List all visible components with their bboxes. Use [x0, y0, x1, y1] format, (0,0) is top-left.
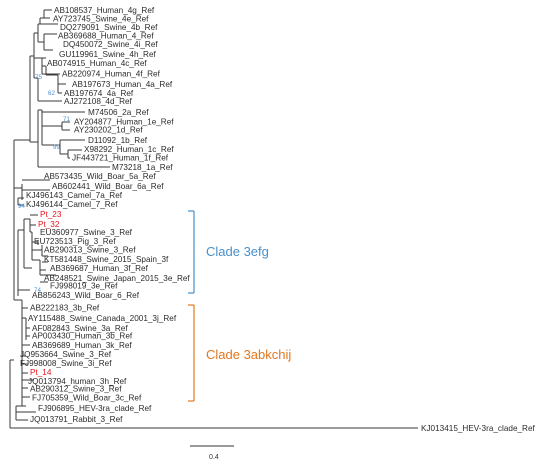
- leaf-label: FJ705359_Wild_Boar_3c_Ref: [32, 394, 142, 403]
- leaf-label: AB290312_Swine_3_Ref: [30, 385, 122, 394]
- leaf-label: GU119961_Swine_4h_Ref: [59, 50, 157, 59]
- leaf-label: AJ272108_4d_Ref: [64, 97, 133, 106]
- leaf-label: AB220974_Human_4f_Ref: [62, 70, 161, 79]
- leaf-label: AB369688_Human_4_Ref: [58, 32, 154, 41]
- leaf-label: JF443721_Human_1f_Ref: [72, 154, 169, 163]
- leaf-label: AB074915_Human_4c_Ref: [47, 59, 147, 68]
- bootstrap-value: 75: [35, 74, 42, 81]
- outgroup-leaf-label: KJ013415_HEV-3ra_clade_Ref: [421, 424, 536, 433]
- leaf-label: KJ496143_Camel_7a_Ref: [26, 191, 123, 200]
- leaf-label: AB602441_Wild_Boar_6a_Ref: [52, 182, 164, 191]
- leaf-label: AB856243_Wild_Boar_6_Ref: [32, 291, 140, 300]
- bootstrap-value: 94: [18, 203, 25, 210]
- clade-3abkchij-label: Clade 3abkchij: [206, 347, 291, 362]
- bootstrap-values: 75 62 71 99 94 74: [18, 74, 70, 294]
- leaf-label: AB290313_Swine_3_Ref: [44, 246, 136, 255]
- leaf-label: KJ496144_Camel_7_Ref: [26, 200, 118, 209]
- leaf-label: EU723513_Pig_3_Ref: [34, 237, 116, 246]
- leaf-label: D11092_1b_Ref: [88, 136, 148, 145]
- leaf-label: AB573435_Wild_Boar_5a_Ref: [44, 172, 156, 181]
- leaf-label: AB222183_3b_Ref: [30, 304, 100, 313]
- leaf-label: AY204877_Human_1e_Ref: [74, 118, 174, 127]
- leaf-label: FJ998019_3e_Ref: [50, 282, 118, 291]
- leaf-label: JQ013794_human_3h_Ref: [28, 377, 127, 386]
- leaf-label: AY723745_Swine_4e_Ref: [53, 15, 149, 24]
- patient-leaf-label: Pt_23: [40, 210, 62, 219]
- clade-3abkchij-bracket: Clade 3abkchij: [188, 304, 291, 402]
- bootstrap-value: 71: [63, 116, 70, 123]
- leaf-label: AF082843_Swine_3a_Ref: [32, 324, 128, 333]
- leaf-label: AY115488_Swine_Canada_2001_3j_Ref: [28, 314, 177, 323]
- leaf-label: AB197673_Human_4a_Ref: [72, 80, 173, 89]
- leaf-label: AB248521_Swine_Japan_2015_3e_Ref: [44, 274, 190, 283]
- scale-bar-label: 0.4: [209, 454, 219, 461]
- leaf-label: DQ279091_Swine_4b_Ref: [60, 23, 158, 32]
- clade-3efg-bracket: Clade 3efg: [188, 210, 269, 294]
- leaf-label: FJ998008_Swine_3i_Ref: [20, 359, 112, 368]
- leaf-label: M73218_1a_Ref: [112, 163, 173, 172]
- leaf-label: AB369687_Human_3f_Ref: [50, 264, 149, 273]
- leaf-label: AB108537_Human_4g_Ref: [54, 6, 155, 15]
- leaf-label: X98292_Human_1c_Ref: [84, 145, 174, 154]
- patient-leaf-label: Pt_32: [38, 220, 60, 229]
- bootstrap-value: 99: [53, 144, 60, 151]
- leaf-label: AB369689_Human_3k_Ref: [32, 341, 132, 350]
- scale-bar: 0.4: [190, 445, 234, 461]
- clade-3efg-label: Clade 3efg: [206, 244, 269, 259]
- leaf-label: AY230202_1d_Ref: [74, 126, 143, 135]
- leaf-labels: AB108537_Human_4g_Ref AY723745_Swine_4e_…: [20, 6, 536, 433]
- leaf-label: JQ953664_Swine_3_Ref: [20, 350, 112, 359]
- patient-leaf-label: Pt_14: [30, 368, 52, 377]
- leaf-label: M74506_2a_Ref: [88, 108, 149, 117]
- leaf-label: DQ450072_Swine_4i_Ref: [63, 40, 158, 49]
- leaf-label: EU360977_Swine_3_Ref: [40, 228, 133, 237]
- leaf-label: JQ013791_Rabbit_3_Ref: [30, 415, 123, 424]
- tree-branches: [9, 9, 418, 429]
- leaf-label: AB197674_4a_Ref: [64, 89, 134, 98]
- leaf-label: AP003430_Human_3b_Ref: [32, 332, 133, 341]
- leaf-label: FJ906895_HEV-3ra_clade_Ref: [38, 404, 152, 413]
- bootstrap-value: 62: [48, 90, 55, 97]
- bootstrap-value: 74: [34, 287, 41, 294]
- leaf-label: KT581448_Swine_2015_Spain_3f: [44, 255, 169, 264]
